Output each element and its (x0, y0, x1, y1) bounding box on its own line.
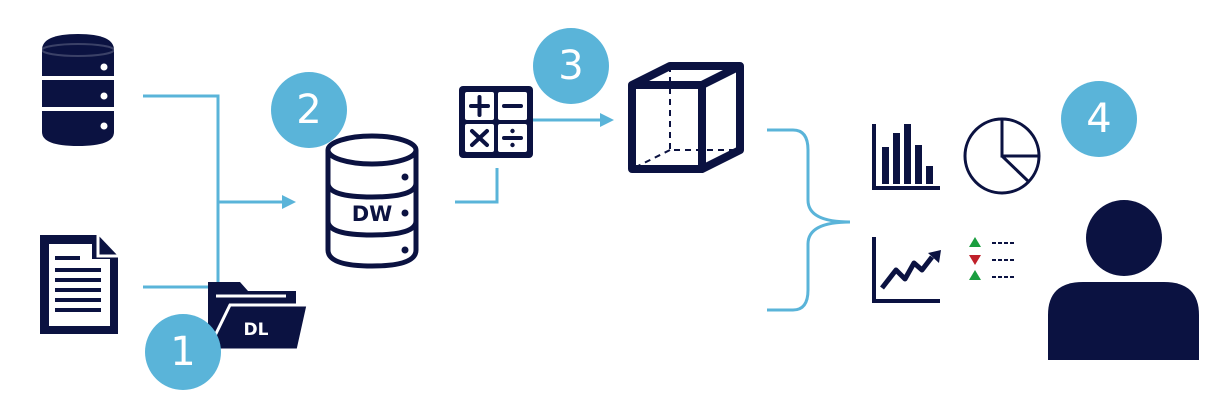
arrowheads (282, 113, 614, 209)
document-icon (40, 235, 118, 334)
server-stack-icon (41, 34, 115, 146)
cube-icon (628, 62, 744, 173)
bar-chart-icon (872, 124, 940, 190)
data-lake-label: DL (244, 320, 269, 340)
step-3-number: 3 (558, 43, 584, 89)
output-bracket (767, 128, 851, 312)
step-1-badge: 1 (145, 314, 221, 390)
step-2-badge: 2 (271, 72, 347, 148)
arrowhead-to-cube (600, 113, 614, 127)
step-4-number: 4 (1086, 96, 1112, 142)
calculator-icon (459, 86, 533, 158)
arrowhead-to-dw (282, 195, 296, 209)
connector-source-db (143, 94, 220, 287)
user-icon (1048, 200, 1199, 360)
folder-icon: DL (205, 282, 310, 352)
connector-dw-to-calc (455, 168, 499, 204)
data-warehouse-label: DW (352, 202, 393, 226)
step-3-badge: 3 (533, 28, 609, 104)
step-1-number: 1 (170, 329, 196, 375)
kpi-list-icon (969, 237, 1016, 280)
pie-chart-icon (963, 117, 1041, 195)
step-2-number: 2 (296, 87, 322, 133)
connectors (143, 94, 851, 312)
line-chart-icon (872, 237, 941, 303)
database-icon: DW (325, 133, 419, 269)
step-4-badge: 4 (1061, 81, 1137, 157)
